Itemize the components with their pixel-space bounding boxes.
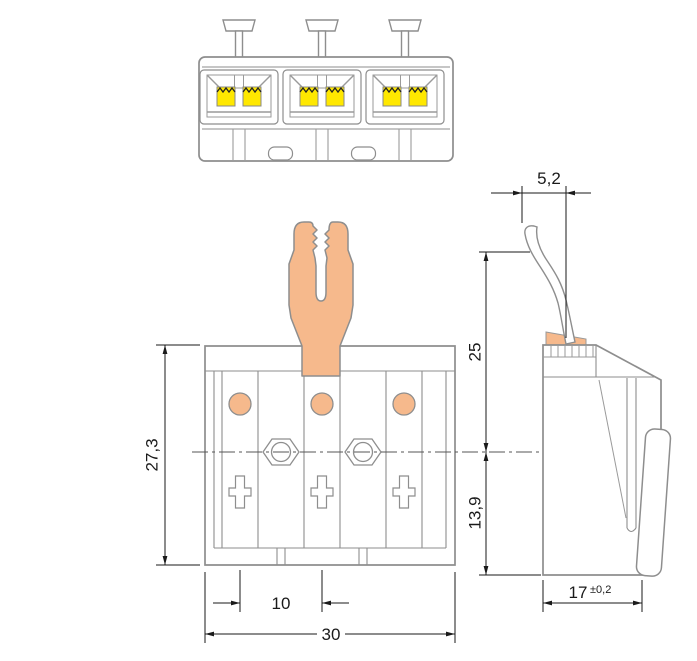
- side-view: [524, 225, 672, 577]
- label-lower-height: 13,9: [466, 496, 485, 529]
- release-lever: [288, 221, 354, 377]
- terminal-cell-2: [282, 69, 362, 125]
- snap-flange: [635, 428, 672, 577]
- dimension-pitch: [213, 570, 349, 612]
- bottom-slots: [232, 129, 412, 161]
- label-depth: 17: [569, 583, 588, 602]
- terminal-cell-1: [199, 69, 279, 125]
- terminal-cell-3: [365, 69, 445, 125]
- dimension-depth: [542, 580, 643, 612]
- test-slots: [228, 475, 416, 509]
- dimension-heights: [479, 251, 541, 576]
- label-pitch: 10: [272, 594, 291, 613]
- dimension-front-height: [156, 344, 200, 566]
- label-front-height: 27,3: [143, 438, 162, 471]
- mounting-foot: [524, 225, 576, 345]
- spring-clamp: [242, 86, 262, 107]
- wire-port: [228, 392, 252, 416]
- spring-clamp: [299, 86, 319, 107]
- spring-clamp: [325, 86, 345, 107]
- dimensions: [156, 186, 643, 643]
- dimension-width: [204, 572, 456, 643]
- spring-clamp: [408, 86, 428, 107]
- label-width: 30: [322, 625, 341, 644]
- spring-clamp: [382, 86, 402, 107]
- top-view-housing: [198, 56, 454, 162]
- label-upper-height: 25: [466, 343, 485, 362]
- label-depth-tolerance: ±0,2: [590, 584, 611, 596]
- spring-clamp: [216, 86, 236, 107]
- label-foot-offset: 5,2: [537, 169, 561, 188]
- top-view: [198, 19, 454, 162]
- wire-port: [310, 392, 334, 416]
- push-buttons: [222, 19, 422, 59]
- wire-port: [392, 392, 416, 416]
- front-view: [204, 221, 456, 566]
- dimension-foot-offset: [491, 186, 591, 338]
- front-housing: [204, 345, 456, 566]
